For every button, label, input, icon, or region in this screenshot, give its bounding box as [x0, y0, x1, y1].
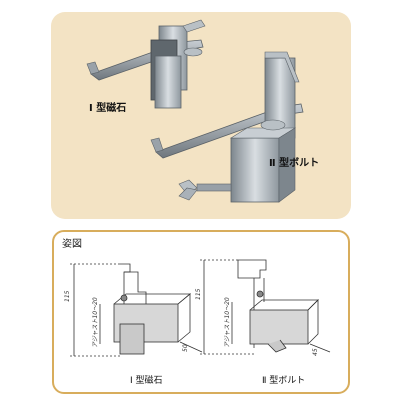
- type1-clamp-drawing: [70, 263, 203, 357]
- type2-clamp-drawing: [200, 259, 331, 355]
- type1-clamp-photo: [86, 19, 206, 109]
- product-photo-panel: Ⅰ 型磁石 Ⅱ 型ボルト: [51, 12, 351, 219]
- panel-title: 姿図: [62, 239, 82, 250]
- type1-depth-dim: 50: [182, 344, 189, 352]
- caption-type1: Ⅰ 型磁石: [130, 376, 163, 386]
- technical-drawing: [70, 259, 331, 357]
- type2-adjust-dim: アジャスト10〜20: [224, 297, 231, 348]
- photo-label-type1: Ⅰ 型磁石: [89, 103, 127, 114]
- caption-type2: Ⅱ 型ボルト: [262, 376, 306, 386]
- type2-height-dim: 115: [195, 288, 202, 300]
- photo-label-type2: Ⅱ 型ボルト: [269, 158, 320, 169]
- type1-adjust-dim: アジャスト10〜20: [92, 297, 99, 348]
- technical-drawing-panel: 姿図: [52, 230, 350, 394]
- type2-depth-dim: 45: [312, 348, 319, 356]
- product-photo: [86, 19, 304, 203]
- type1-height-dim: 115: [64, 290, 71, 302]
- type2-clamp-photo: [150, 51, 304, 203]
